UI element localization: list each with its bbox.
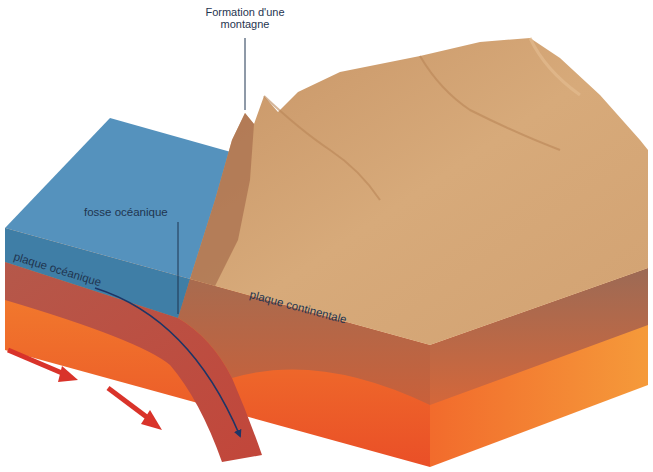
trench-label: fosse océanique <box>84 206 168 219</box>
mountain-label: Formation d'une montagne <box>198 6 293 30</box>
